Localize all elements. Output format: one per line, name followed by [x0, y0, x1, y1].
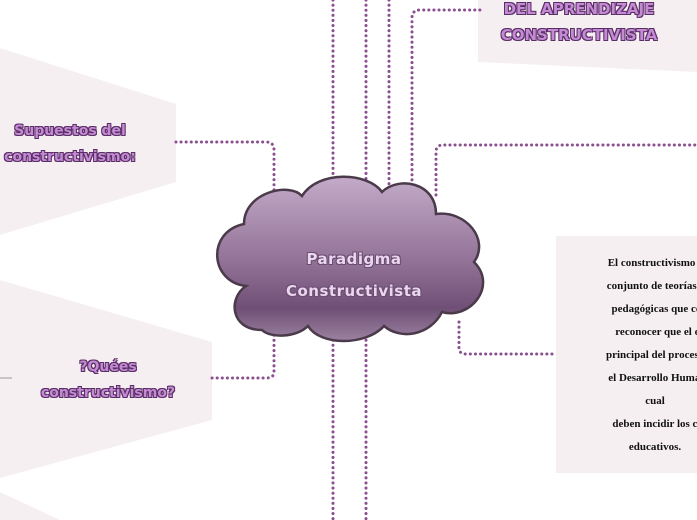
left-lower-node-line2: constructivismo? [40, 385, 176, 401]
top-right-node-line1: DEL APRENDIZAJE [503, 0, 655, 18]
central-cloud-shape [216, 175, 485, 343]
connector-left-upper [174, 140, 276, 197]
right-text-line: cual [645, 395, 665, 407]
panel-left-upper [0, 48, 176, 235]
connector-right-upper [434, 143, 697, 197]
left-upper-node-line2: constructivismo: [4, 149, 136, 165]
panel-bottom-left [0, 492, 60, 520]
connector-top-right [410, 8, 482, 187]
left-lower-node[interactable]: ?Quées constructivismo? [8, 354, 208, 406]
right-text-line: principal del proceso edu [605, 349, 697, 361]
right-text-line: pedagógicas que coinci [611, 303, 697, 315]
connector-right-text [457, 320, 558, 356]
right-text-node[interactable]: El constructivismo lo int conjunto de te… [560, 252, 697, 459]
right-text-line: reconocer que el obje [615, 326, 697, 338]
central-node-line2: Constructivista [285, 282, 422, 300]
left-upper-node[interactable]: Supuestos del constructivismo: [0, 118, 170, 170]
right-text-line: deben incidir los conte [612, 418, 697, 430]
central-node-title[interactable]: Paradigma Constructivista [256, 246, 452, 304]
central-node-line1: Paradigma [306, 250, 402, 268]
panel-left-lower [0, 280, 212, 478]
right-text-line: el Desarrollo Humano, s [608, 372, 697, 384]
left-lower-node-line1: ?Quées [79, 359, 137, 375]
connector-left-lower [208, 323, 276, 380]
left-upper-node-line1: Supuestos del [14, 123, 126, 139]
top-right-node[interactable]: DEL APRENDIZAJE CONSTRUCTIVISTA [484, 0, 674, 48]
right-text-line: conjunto de teorías psico [606, 280, 697, 292]
right-text-line: educativos. [628, 441, 682, 453]
panel-right-text [556, 236, 697, 473]
top-right-node-line2: CONSTRUCTIVISTA [500, 26, 658, 44]
connectors [174, 0, 697, 520]
panel-top-right [478, 0, 697, 72]
right-text-line: El constructivismo lo int [607, 257, 697, 269]
